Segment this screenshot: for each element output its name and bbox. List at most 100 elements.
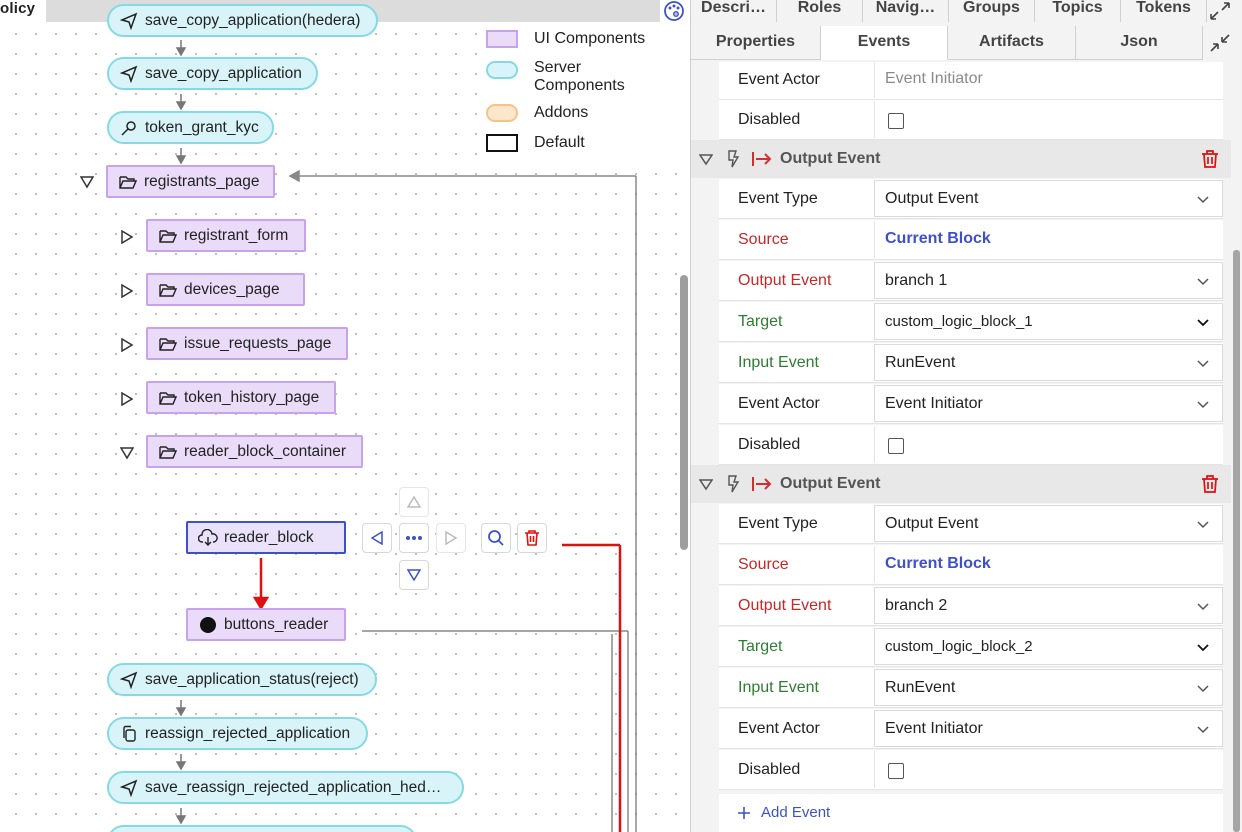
output-event-row: Output Event branch 1 bbox=[719, 261, 1223, 301]
tab-artifacts[interactable]: Artifacts bbox=[948, 26, 1076, 60]
event-header[interactable]: Output Event bbox=[691, 140, 1231, 178]
block-reader-block[interactable]: reader_block bbox=[186, 521, 346, 554]
event-type-select[interactable]: Output Event bbox=[874, 505, 1223, 542]
expand-icon[interactable] bbox=[120, 283, 134, 299]
block-reader-block-container[interactable]: reader_block_container bbox=[146, 435, 363, 468]
expand-icon[interactable] bbox=[120, 229, 134, 245]
field-label: Target bbox=[738, 638, 783, 655]
target-row: Target custom_logic_block_2 bbox=[719, 627, 1223, 667]
event-actor-select[interactable]: Event Initiator bbox=[874, 710, 1223, 747]
block-label: save_copy_application(hedera) bbox=[145, 11, 361, 29]
disabled-row: Disabled bbox=[719, 100, 1223, 140]
field-label: Event Type bbox=[738, 190, 818, 207]
block-save-copy-application[interactable]: save_copy_application bbox=[107, 57, 318, 90]
block-registrants-page[interactable]: registrants_page bbox=[106, 165, 275, 198]
block-reassign-rejected-application[interactable]: reassign_rejected_application bbox=[107, 717, 368, 750]
block-registrant-form[interactable]: registrant_form bbox=[146, 219, 306, 252]
tab-properties[interactable]: Properties bbox=[691, 26, 821, 60]
field-label: Event Actor bbox=[738, 720, 820, 737]
panel-tabs-top: Descri… Roles Navig… Groups Topics Token… bbox=[691, 0, 1242, 22]
collapse-icon[interactable] bbox=[119, 446, 135, 460]
event-header[interactable]: Output Event bbox=[691, 465, 1231, 503]
select-value: custom_logic_block_2 bbox=[885, 638, 1033, 655]
event-actor-input[interactable]: Event Initiator bbox=[874, 62, 1223, 98]
folder-open-icon bbox=[158, 388, 178, 408]
move-up-button[interactable] bbox=[399, 487, 429, 517]
chevron-down-icon[interactable] bbox=[698, 152, 714, 166]
panel-tabs-bottom: Properties Events Artifacts Json bbox=[691, 26, 1242, 60]
disabled-checkbox[interactable] bbox=[888, 113, 904, 129]
expand-icon[interactable] bbox=[1207, 0, 1233, 22]
tab-navigation[interactable]: Navig… bbox=[863, 0, 949, 22]
policy-canvas[interactable]: olicy save_copy_application(hedera) save… bbox=[0, 0, 690, 832]
collapse-panel-icon[interactable] bbox=[1207, 32, 1233, 54]
tab-topics[interactable]: Topics bbox=[1035, 0, 1121, 22]
add-event-button[interactable]: Add Event bbox=[719, 794, 1223, 832]
tab-events[interactable]: Events bbox=[821, 26, 948, 60]
block-devices-page[interactable]: devices_page bbox=[146, 273, 305, 306]
field-label: Source bbox=[738, 556, 789, 573]
block-label: save_reassign_rejected_application_hed… bbox=[145, 778, 442, 796]
target-select[interactable]: custom_logic_block_2 bbox=[874, 628, 1223, 665]
select-value: custom_logic_block_1 bbox=[885, 313, 1033, 330]
tab-roles[interactable]: Roles bbox=[777, 0, 863, 22]
policy-tab[interactable]: olicy bbox=[0, 0, 46, 22]
disabled-checkbox[interactable] bbox=[888, 763, 904, 779]
block-next-partial[interactable] bbox=[107, 825, 417, 832]
disabled-checkbox[interactable] bbox=[888, 438, 904, 454]
disabled-cell bbox=[874, 426, 1223, 463]
send-icon bbox=[119, 670, 139, 690]
tab-json[interactable]: Json bbox=[1076, 26, 1203, 60]
trash-icon[interactable] bbox=[1201, 149, 1219, 169]
chevron-down-icon bbox=[1197, 521, 1209, 529]
chevron-down-icon bbox=[1197, 196, 1209, 204]
trash-icon[interactable] bbox=[1201, 474, 1219, 494]
source-value: Current Block bbox=[874, 221, 1223, 258]
move-down-button[interactable] bbox=[399, 560, 429, 590]
move-left-button[interactable] bbox=[362, 523, 392, 553]
expand-icon[interactable] bbox=[120, 337, 134, 353]
block-label: reader_block_container bbox=[184, 442, 346, 460]
palette-icon[interactable] bbox=[662, 0, 686, 22]
chevron-down-icon bbox=[1197, 685, 1209, 693]
delete-block-icon[interactable] bbox=[517, 523, 547, 553]
collapse-icon[interactable] bbox=[79, 175, 95, 189]
block-token-history-page[interactable]: token_history_page bbox=[146, 381, 336, 414]
input-event-row: Input Event RunEvent bbox=[719, 668, 1223, 708]
chevron-down-icon[interactable] bbox=[698, 477, 714, 491]
tab-description[interactable]: Descri… bbox=[691, 0, 777, 22]
tab-tokens[interactable]: Tokens bbox=[1121, 0, 1207, 22]
output-event-select[interactable]: branch 2 bbox=[874, 587, 1223, 624]
chevron-down-icon bbox=[1197, 360, 1209, 368]
panel-scrollbar[interactable] bbox=[1233, 250, 1240, 832]
more-options-button[interactable] bbox=[399, 523, 429, 553]
block-label: devices_page bbox=[184, 280, 280, 298]
legend-label: Components bbox=[534, 77, 625, 94]
expand-icon[interactable] bbox=[120, 391, 134, 407]
block-save-application-status-reject[interactable]: save_application_status(reject) bbox=[107, 663, 377, 696]
canvas-scrollbar[interactable] bbox=[680, 275, 688, 550]
target-select[interactable]: custom_logic_block_1 bbox=[874, 303, 1223, 340]
block-token-grant-kyc[interactable]: token_grant_kyc bbox=[107, 111, 274, 144]
target-row: Target custom_logic_block_1 bbox=[719, 302, 1223, 342]
input-event-select[interactable]: RunEvent bbox=[874, 344, 1223, 381]
block-label: registrants_page bbox=[144, 172, 260, 190]
input-event-select[interactable]: RunEvent bbox=[874, 669, 1223, 706]
output-event-row: Output Event branch 2 bbox=[719, 586, 1223, 626]
move-right-button[interactable] bbox=[436, 523, 466, 553]
tab-groups[interactable]: Groups bbox=[949, 0, 1035, 22]
block-issue-requests-page[interactable]: issue_requests_page bbox=[146, 327, 348, 360]
disabled-row: Disabled bbox=[719, 750, 1223, 790]
event-type-select[interactable]: Output Event bbox=[874, 180, 1223, 217]
event-actor-select[interactable]: Event Initiator bbox=[874, 385, 1223, 422]
block-buttons-reader[interactable]: buttons_reader bbox=[186, 608, 346, 641]
output-event-select[interactable]: branch 1 bbox=[874, 262, 1223, 299]
legend-label: Server bbox=[534, 59, 582, 76]
block-save-reassign-rejected-application-hedera[interactable]: save_reassign_rejected_application_hed… bbox=[107, 771, 464, 804]
legend-ui: UI Components bbox=[486, 30, 645, 48]
chevron-down-icon bbox=[1197, 726, 1209, 734]
search-icon[interactable] bbox=[481, 523, 511, 553]
folder-open-icon bbox=[118, 172, 138, 192]
block-save-copy-application-hedera[interactable]: save_copy_application(hedera) bbox=[107, 4, 378, 37]
disabled-row: Disabled bbox=[719, 425, 1223, 465]
